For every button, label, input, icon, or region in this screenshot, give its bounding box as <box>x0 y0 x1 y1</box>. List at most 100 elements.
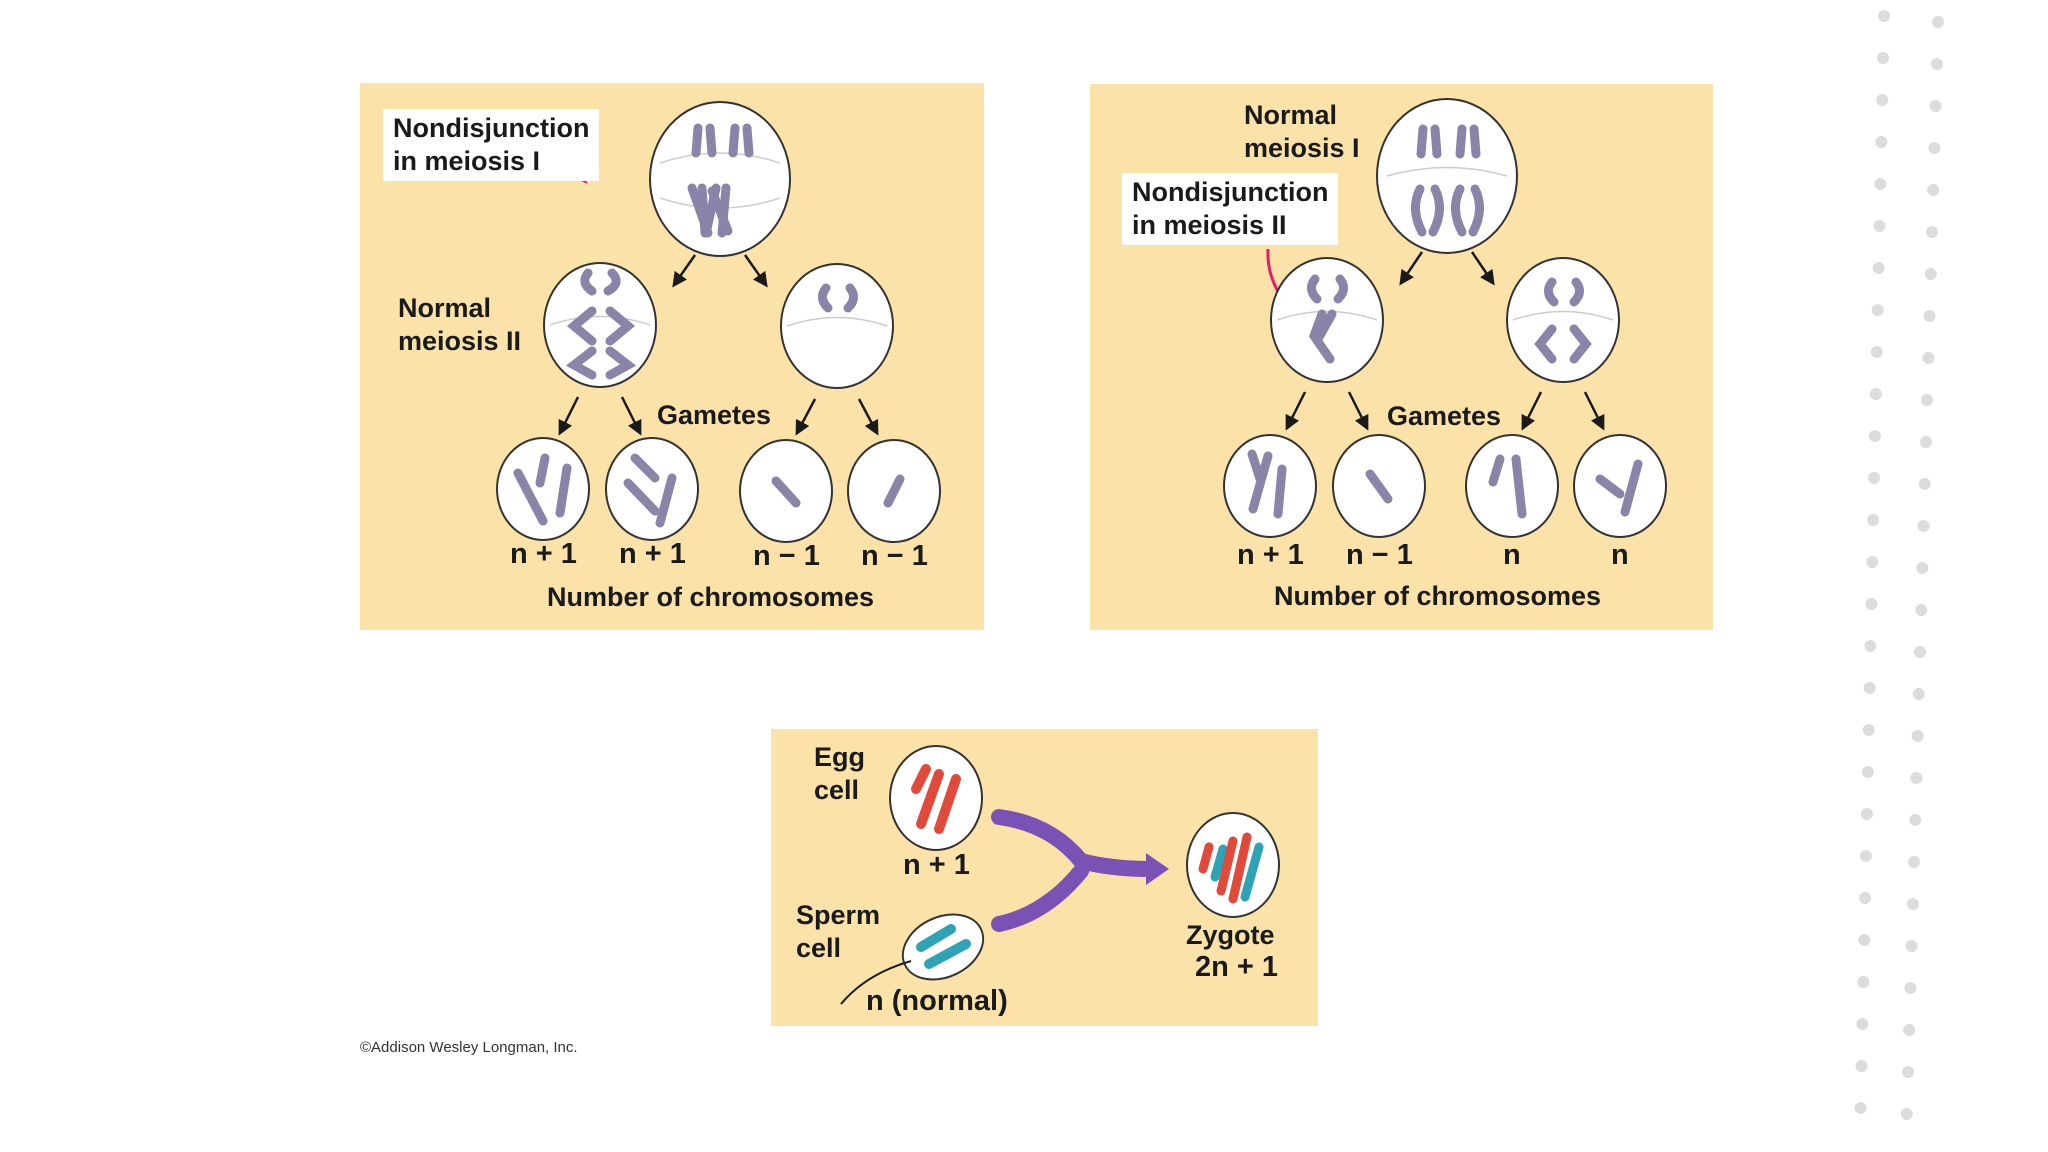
arrow <box>857 398 879 436</box>
gamete-count-4: n − 1 <box>861 540 928 572</box>
nondisjunction-meiosis-ii-label: Nondisjunction in meiosis II <box>1122 173 1339 245</box>
gamete-1 <box>1223 434 1317 538</box>
decorative-dot <box>1927 184 1940 196</box>
parent-cell <box>1376 98 1518 254</box>
decorative-dot <box>1917 520 1930 532</box>
parent-cell <box>649 101 791 257</box>
decorative-dot <box>1916 562 1929 574</box>
decorative-dot <box>1873 220 1886 232</box>
gamete-count-1: n + 1 <box>510 538 577 570</box>
decorative-dot <box>1859 892 1872 904</box>
decorative-dot <box>1861 766 1874 778</box>
decorative-dot <box>1866 556 1879 568</box>
zygote-label: Zygote <box>1186 920 1275 950</box>
decorative-dot <box>1905 940 1918 952</box>
gamete-2 <box>1332 434 1426 538</box>
decorative-dot <box>1922 352 1935 364</box>
egg-fusion-arrow <box>991 809 1159 877</box>
decorative-dot <box>1909 814 1922 826</box>
decorative-dot <box>1912 688 1925 700</box>
egg-cell-label: Egg cell <box>814 742 865 805</box>
decorative-dot <box>1926 226 1938 238</box>
decorative-dot <box>1867 514 1880 526</box>
decorative-dot <box>1906 898 1919 910</box>
decorative-dot <box>1929 100 1942 112</box>
decorative-dot <box>1871 304 1884 316</box>
decorative-dots <box>1854 10 1944 1120</box>
gamete-count-4: n <box>1611 539 1629 571</box>
decorative-dot <box>1910 772 1923 784</box>
sperm-count: n (normal) <box>866 985 1008 1017</box>
normal-meiosis-ii-label: Normal meiosis II <box>398 293 522 356</box>
decorative-dot <box>1924 268 1937 280</box>
decorative-dot <box>1914 646 1926 658</box>
gamete-count-1: n + 1 <box>1237 539 1304 571</box>
gamete-3 <box>1465 434 1559 538</box>
fusion-arrowhead <box>1146 853 1169 885</box>
arrow <box>620 396 642 436</box>
decorative-dot <box>1874 178 1887 190</box>
decorative-dot <box>1869 388 1882 400</box>
panel-1-drawing <box>489 101 941 543</box>
gamete-2 <box>605 437 699 541</box>
decorative-dot <box>1870 346 1883 358</box>
decorative-dot <box>1877 52 1890 64</box>
gametes-label: Gametes <box>1387 401 1502 431</box>
decorative-dot <box>1904 982 1917 994</box>
decorative-dot <box>1930 58 1943 70</box>
decorative-dot <box>1856 1018 1869 1030</box>
decorative-dot <box>1918 478 1931 490</box>
axis-label: Number of chromosomes <box>547 582 875 612</box>
egg-count: n + 1 <box>903 849 970 881</box>
panel-meiosis-i-nondisjunction: Nondisjunction in meiosis I Normal meios… <box>360 83 984 630</box>
decorative-dot <box>1900 1108 1913 1120</box>
sperm-cell-label: Sperm cell <box>796 900 881 963</box>
arrow <box>1285 391 1307 431</box>
decorative-dot <box>1869 430 1881 442</box>
gamete-count-3: n <box>1503 539 1521 571</box>
gamete-count-3: n − 1 <box>753 540 820 572</box>
decorative-dot <box>1915 604 1928 616</box>
panel-meiosis-ii-nondisjunction: Normal meiosis I Nondisjunction in meios… <box>1090 84 1713 630</box>
decorative-dot <box>1908 856 1920 868</box>
copyright-notice: ©Addison Wesley Longman, Inc. <box>360 1039 578 1056</box>
decorative-dot <box>1860 850 1872 862</box>
arrow <box>672 254 697 288</box>
decorative-dot <box>1921 394 1934 406</box>
decorative-dot <box>1864 640 1877 652</box>
decorative-dot <box>1920 436 1932 448</box>
gamete-4 <box>847 439 941 543</box>
decorative-dot <box>1872 262 1885 274</box>
decorative-dot <box>1854 1102 1867 1114</box>
gametes-label: Gametes <box>657 400 772 430</box>
decorative-dot <box>1858 934 1871 946</box>
decorative-dot <box>1875 136 1888 148</box>
decorative-dot <box>1928 142 1941 154</box>
egg-cell <box>889 745 983 851</box>
decorative-dot <box>1863 682 1876 694</box>
gamete-4 <box>1573 434 1667 538</box>
decorative-dot <box>1857 976 1870 988</box>
decorative-dot <box>1878 10 1890 22</box>
arrow <box>795 398 817 436</box>
sperm-fusion-arrow <box>991 863 1089 932</box>
panel-2-drawing <box>1223 98 1667 538</box>
axis-label: Number of chromosomes <box>1274 581 1602 611</box>
arrow <box>558 396 580 436</box>
decorative-dot <box>1868 472 1881 484</box>
decorative-dot <box>1932 16 1944 28</box>
decorative-dot <box>1876 94 1889 106</box>
arrow <box>1470 251 1495 286</box>
panel-fertilization: Egg cell n + 1 Sperm cell n (normal) Zyg… <box>771 729 1318 1026</box>
gamete-3 <box>739 439 833 543</box>
decorative-dot <box>1923 310 1936 322</box>
gamete-count-2: n + 1 <box>619 538 686 570</box>
normal-meiosis-i-label: Normal meiosis I <box>1244 100 1360 163</box>
decorative-dot <box>1903 1024 1916 1036</box>
gamete-count-2: n − 1 <box>1346 539 1413 571</box>
panel-3-drawing <box>840 745 1280 1005</box>
arrow <box>743 254 768 288</box>
arrow <box>1399 251 1424 286</box>
zygote-cell <box>1186 812 1280 918</box>
decorative-dot <box>1902 1066 1914 1078</box>
